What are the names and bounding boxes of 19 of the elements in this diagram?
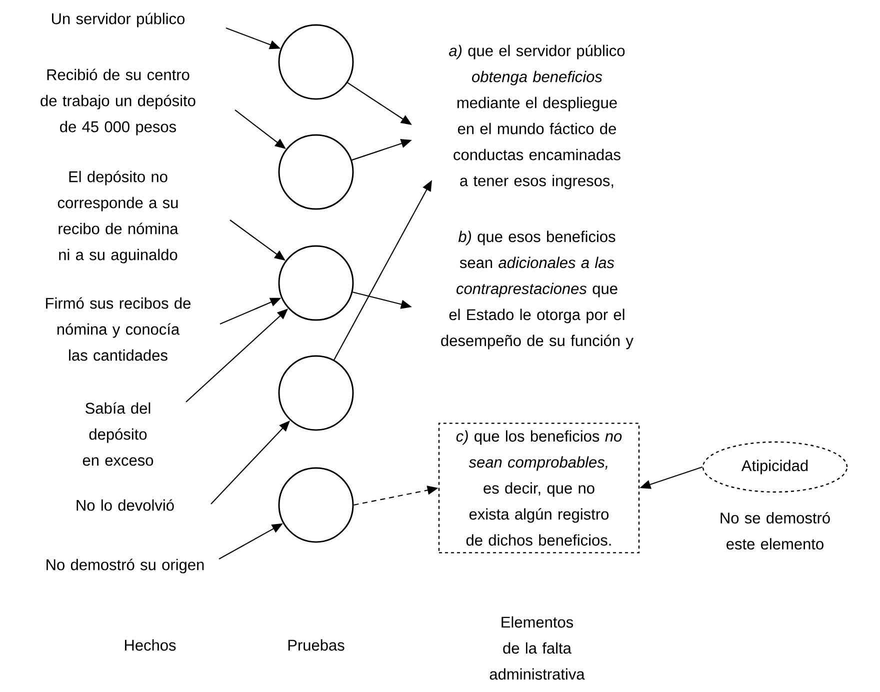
element-text: a) que el servidor público obtenga beneficios mediante el despliegue en el mundo fáctico de conductas encaminadas a tener esos ingresos, [449,44,625,190]
fact-text: Sabía del depósito en exceso [82,402,154,466]
dashed-box: c) que los beneficios no sean comprobables, es decir, que no exista algún registro de dichos beneficios. [438,422,640,554]
fact-text: El depósito no corresponde a su recibo de nómina ni a su aguinaldo [58,170,178,264]
circle [278,134,354,210]
column-label: Elementos de la falta administrativa [490,616,585,680]
fact-text: Firmó sus recibos de nómina y conocía las cantidades [46,297,190,361]
column-label: Hechos [125,639,176,651]
fact-text: Un servidor público [52,12,184,28]
fact-text: No lo devolvió [76,499,174,511]
circle [278,245,354,321]
circle [278,467,354,543]
node-label: No se demostró este elemento [720,512,830,550]
circle [278,24,354,100]
fact-text: Recibió de su centro de trabajo un depósito de 45 000 pesos [40,68,196,136]
element-text: b) que esos beneficios sean adicionales a las contraprestaciones que el Estado le otorga por el desempeño de su función y [441,230,634,350]
circle [278,355,354,431]
fact-text: No demostró su origen [46,558,204,574]
column-label: Pruebas [288,639,344,651]
